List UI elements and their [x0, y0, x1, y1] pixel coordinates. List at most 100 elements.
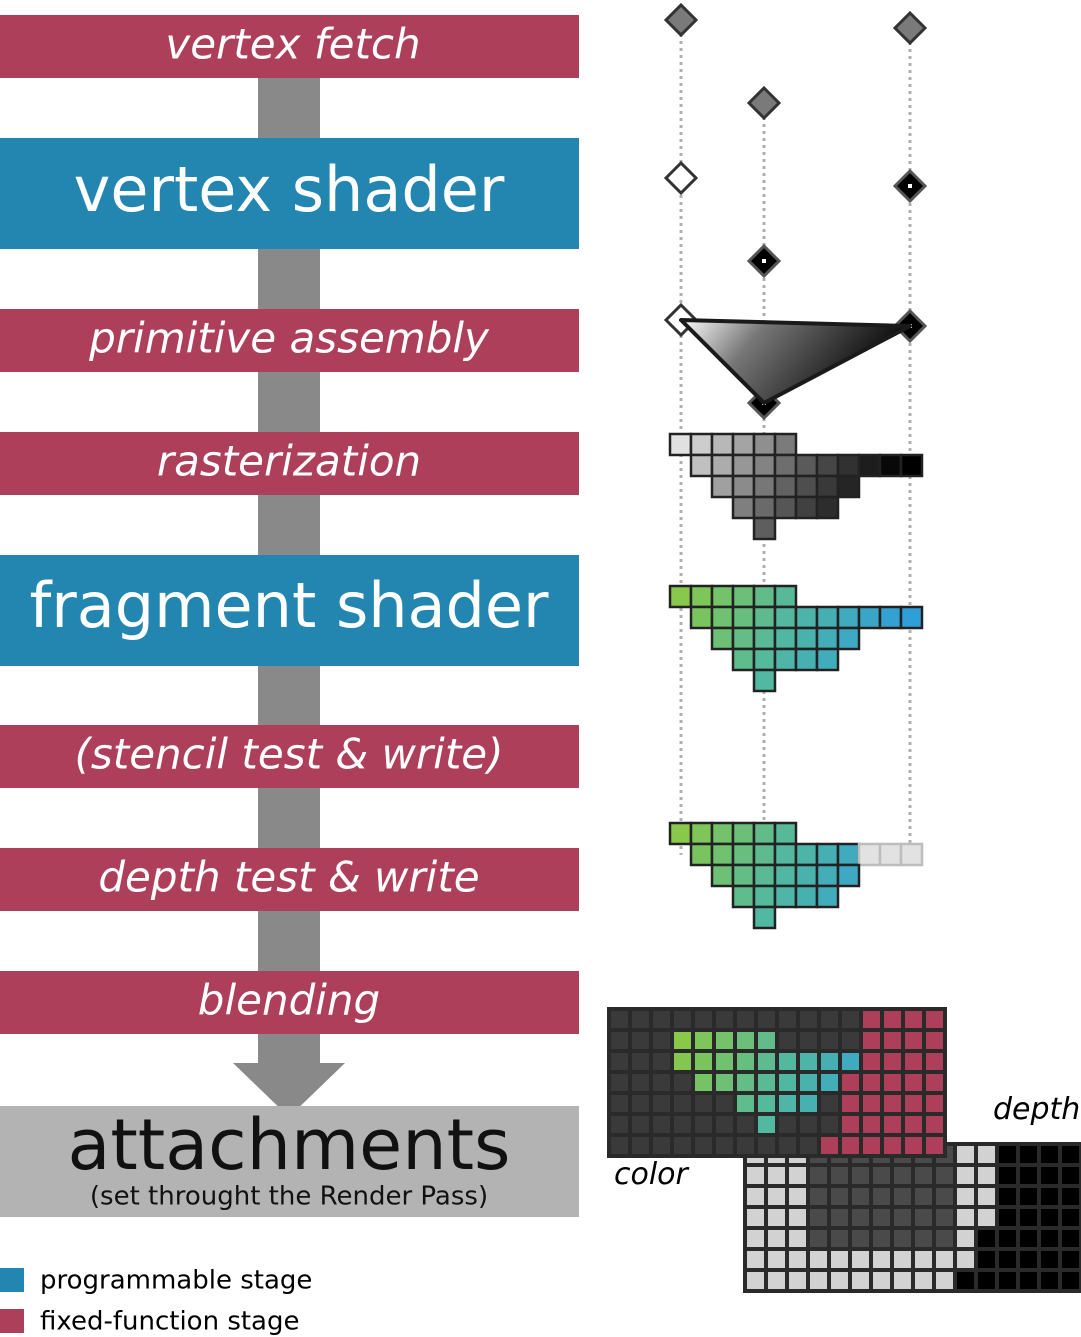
attachment-cell	[831, 1167, 848, 1184]
fragment-cell	[773, 584, 798, 609]
depth-attachment-grid	[743, 1142, 1081, 1293]
attachment-cell	[695, 1032, 712, 1049]
attachment-cell	[884, 1074, 901, 1091]
attachment-cell	[915, 1230, 932, 1247]
attachment-cell	[926, 1095, 943, 1112]
vertex-dot	[762, 259, 766, 263]
attachment-cell	[894, 1272, 911, 1289]
attachment-cell	[884, 1032, 901, 1049]
attachment-cell	[915, 1167, 932, 1184]
fragment-cell	[710, 605, 735, 630]
fragment-cell	[710, 821, 735, 846]
depth-tested-fragments	[668, 821, 924, 930]
fragment-cell	[752, 821, 777, 846]
attachment-cell	[957, 1251, 974, 1268]
attachment-cell	[747, 1188, 764, 1205]
attachment-cell	[695, 1137, 712, 1154]
attachment-cell	[611, 1074, 628, 1091]
attachment-cell	[842, 1116, 859, 1133]
fragment-cell	[899, 842, 924, 867]
attachment-cell	[632, 1074, 649, 1091]
attachment-cell	[611, 1137, 628, 1154]
attachment-cell	[905, 1011, 922, 1028]
attachment-cell	[821, 1074, 838, 1091]
fragment-cell	[752, 626, 777, 651]
attachment-cell	[1020, 1272, 1037, 1289]
stage-bar	[0, 309, 579, 372]
fragment-cell	[878, 453, 903, 478]
attachment-cell	[800, 1032, 817, 1049]
attachment-cell	[894, 1209, 911, 1226]
attachment-cell	[747, 1167, 764, 1184]
attachment-cell	[1041, 1251, 1058, 1268]
fragment-cell	[878, 842, 903, 867]
attachment-cell	[674, 1074, 691, 1091]
fragment-cell	[731, 453, 756, 478]
attachment-cell	[842, 1137, 859, 1154]
attachment-cell	[716, 1116, 733, 1133]
fragment-cell	[752, 842, 777, 867]
fragment-cell	[710, 584, 735, 609]
attachment-cell	[926, 1116, 943, 1133]
fragment-cell	[731, 584, 756, 609]
fragment-cell	[773, 453, 798, 478]
attachment-cell	[789, 1167, 806, 1184]
fragment-cell	[857, 453, 882, 478]
fragment-cell	[731, 474, 756, 499]
attachment-cell	[905, 1032, 922, 1049]
attachment-cell	[936, 1188, 953, 1205]
fragment-cell	[731, 626, 756, 651]
attachment-cell	[894, 1188, 911, 1205]
attachment-cell	[884, 1095, 901, 1112]
attachment-cell	[884, 1137, 901, 1154]
fragment-cell	[752, 605, 777, 630]
attachment-cell	[1041, 1167, 1058, 1184]
fragment-cell	[836, 474, 861, 499]
attachment-cell	[842, 1095, 859, 1112]
fragment-cell	[731, 495, 756, 520]
color-attachment-grid	[607, 1007, 947, 1158]
attachment-cell	[1041, 1188, 1058, 1205]
attachment-cell	[674, 1137, 691, 1154]
attachment-cell	[674, 1053, 691, 1070]
attachment-cell	[999, 1272, 1016, 1289]
attachment-cell	[810, 1188, 827, 1205]
fragment-cell	[689, 584, 714, 609]
attachment-cell	[873, 1188, 890, 1205]
attachment-cell	[800, 1137, 817, 1154]
fragment-cell	[731, 821, 756, 846]
legend-label-fixed: fixed-function stage	[40, 1307, 300, 1337]
attachment-cell	[789, 1209, 806, 1226]
legend-swatch-fixed	[0, 1309, 24, 1333]
attachments-box: attachments (set throught the Render Pas…	[0, 1104, 579, 1217]
attachment-cell	[747, 1272, 764, 1289]
attachment-cell	[863, 1116, 880, 1133]
vertex-dot	[908, 184, 912, 188]
attachment-cell	[789, 1230, 806, 1247]
fragment-cell	[836, 605, 861, 630]
stage-bar	[0, 971, 579, 1034]
fragment-cell	[794, 647, 819, 672]
attachment-cell	[905, 1074, 922, 1091]
attachment-cell	[831, 1209, 848, 1226]
attachment-cell	[758, 1053, 775, 1070]
fragment-cell	[773, 495, 798, 520]
stage-bar	[0, 555, 579, 666]
fragment-cell	[752, 668, 777, 693]
attachment-cell	[831, 1251, 848, 1268]
attachment-cell	[653, 1095, 670, 1112]
fragment-cell	[794, 495, 819, 520]
attachment-cell	[894, 1230, 911, 1247]
attachment-cell	[905, 1053, 922, 1070]
attachment-cell	[779, 1095, 796, 1112]
fragment-cell	[668, 584, 693, 609]
fragment-cell	[731, 432, 756, 457]
attachment-cell	[674, 1032, 691, 1049]
attachment-cell	[758, 1116, 775, 1133]
fragment-cell	[815, 647, 840, 672]
attachment-cell	[1020, 1230, 1037, 1247]
attachment-cell	[800, 1095, 817, 1112]
fragment-cell	[752, 863, 777, 888]
fragment-cell	[731, 647, 756, 672]
